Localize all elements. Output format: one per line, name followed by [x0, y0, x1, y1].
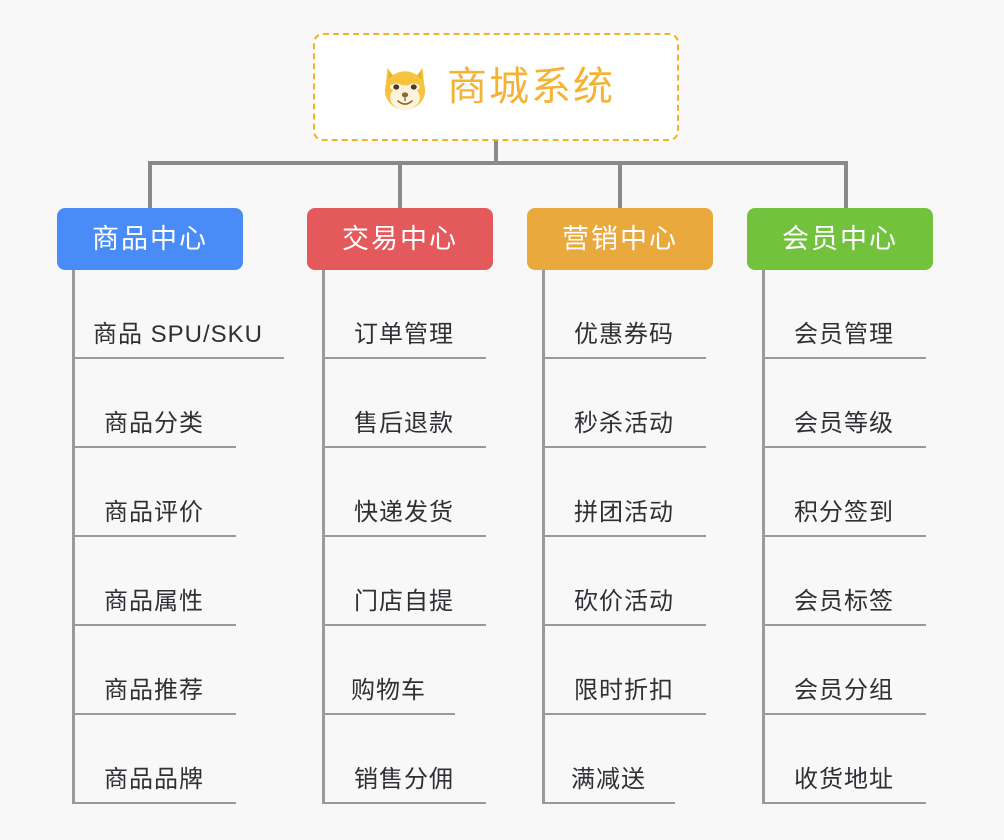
leaf-item[interactable]: 积分签到 [762, 448, 926, 537]
leaf-item[interactable]: 商品评价 [72, 448, 236, 537]
category-label: 交易中心 [342, 223, 458, 254]
leaf-trunk [322, 270, 325, 804]
leaf-item[interactable]: 收货地址 [762, 715, 926, 804]
leaf-item[interactable]: 商品品牌 [72, 715, 236, 804]
leaf-item[interactable]: 会员等级 [762, 359, 926, 448]
leaf-trunk [542, 270, 545, 804]
leaf-item[interactable]: 拼团活动 [542, 448, 706, 537]
leaf-label: 订单管理 [354, 321, 454, 348]
category-box-3[interactable]: 营销中心 [527, 208, 713, 270]
connector-root-stem [494, 141, 498, 165]
leaf-label: 会员分组 [794, 677, 894, 704]
leaf-item[interactable]: 商品推荐 [72, 626, 236, 715]
leaf-item[interactable]: 订单管理 [322, 270, 486, 359]
category-box-4[interactable]: 会员中心 [747, 208, 933, 270]
leaf-item[interactable]: 砍价活动 [542, 537, 706, 626]
leaf-label: 砍价活动 [574, 588, 674, 615]
connector-drop-2 [398, 161, 402, 208]
leaf-label: 会员等级 [794, 410, 894, 437]
leaf-item[interactable]: 门店自提 [322, 537, 486, 626]
category-box-1[interactable]: 商品中心 [57, 208, 243, 270]
leaf-label: 满减送 [571, 766, 646, 793]
leaf-item[interactable]: 商品分类 [72, 359, 236, 448]
leaf-item[interactable]: 满减送 [542, 715, 675, 804]
leaf-label: 收货地址 [794, 766, 894, 793]
dog-face-icon [384, 67, 426, 112]
category-label: 营销中心 [562, 223, 678, 254]
leaf-label: 快递发货 [354, 499, 454, 526]
leaf-label: 商品 SPU/SKU [92, 321, 264, 348]
leaf-item[interactable]: 销售分佣 [322, 715, 486, 804]
leaf-label: 购物车 [351, 677, 426, 704]
leaf-label: 秒杀活动 [574, 410, 674, 437]
leaf-label: 会员标签 [794, 588, 894, 615]
leaf-item[interactable]: 会员标签 [762, 537, 926, 626]
leaf-label: 门店自提 [354, 588, 454, 615]
leaf-label: 限时折扣 [574, 677, 674, 704]
root-node[interactable]: 商城系统 [313, 33, 679, 141]
leaf-item[interactable]: 购物车 [322, 626, 455, 715]
leaf-trunk [762, 270, 765, 804]
leaf-item[interactable]: 会员管理 [762, 270, 926, 359]
leaf-label: 商品属性 [104, 588, 204, 615]
leaf-item[interactable]: 限时折扣 [542, 626, 706, 715]
leaf-label: 积分签到 [794, 499, 894, 526]
leaf-label: 售后退款 [354, 410, 454, 437]
category-box-2[interactable]: 交易中心 [307, 208, 493, 270]
leaf-item[interactable]: 秒杀活动 [542, 359, 706, 448]
leaf-label: 优惠券码 [574, 321, 674, 348]
leaf-label: 商品品牌 [104, 766, 204, 793]
leaf-trunk [72, 270, 75, 804]
leaf-label: 商品推荐 [104, 677, 204, 704]
connector-drop-1 [148, 161, 152, 208]
connector-bus [148, 161, 848, 165]
leaf-label: 销售分佣 [354, 766, 454, 793]
connector-drop-4 [844, 161, 848, 208]
category-label: 会员中心 [782, 223, 898, 254]
leaf-item[interactable]: 商品 SPU/SKU [72, 270, 284, 359]
leaf-item[interactable]: 快递发货 [322, 448, 486, 537]
root-title: 商城系统 [447, 65, 615, 109]
connector-drop-3 [618, 161, 622, 208]
leaf-label: 商品分类 [104, 410, 204, 437]
leaf-label: 会员管理 [794, 321, 894, 348]
category-label: 商品中心 [92, 223, 208, 254]
leaf-label: 拼团活动 [574, 499, 674, 526]
leaf-item[interactable]: 商品属性 [72, 537, 236, 626]
leaf-item[interactable]: 优惠券码 [542, 270, 706, 359]
leaf-item[interactable]: 会员分组 [762, 626, 926, 715]
leaf-item[interactable]: 售后退款 [322, 359, 486, 448]
leaf-label: 商品评价 [104, 499, 204, 526]
